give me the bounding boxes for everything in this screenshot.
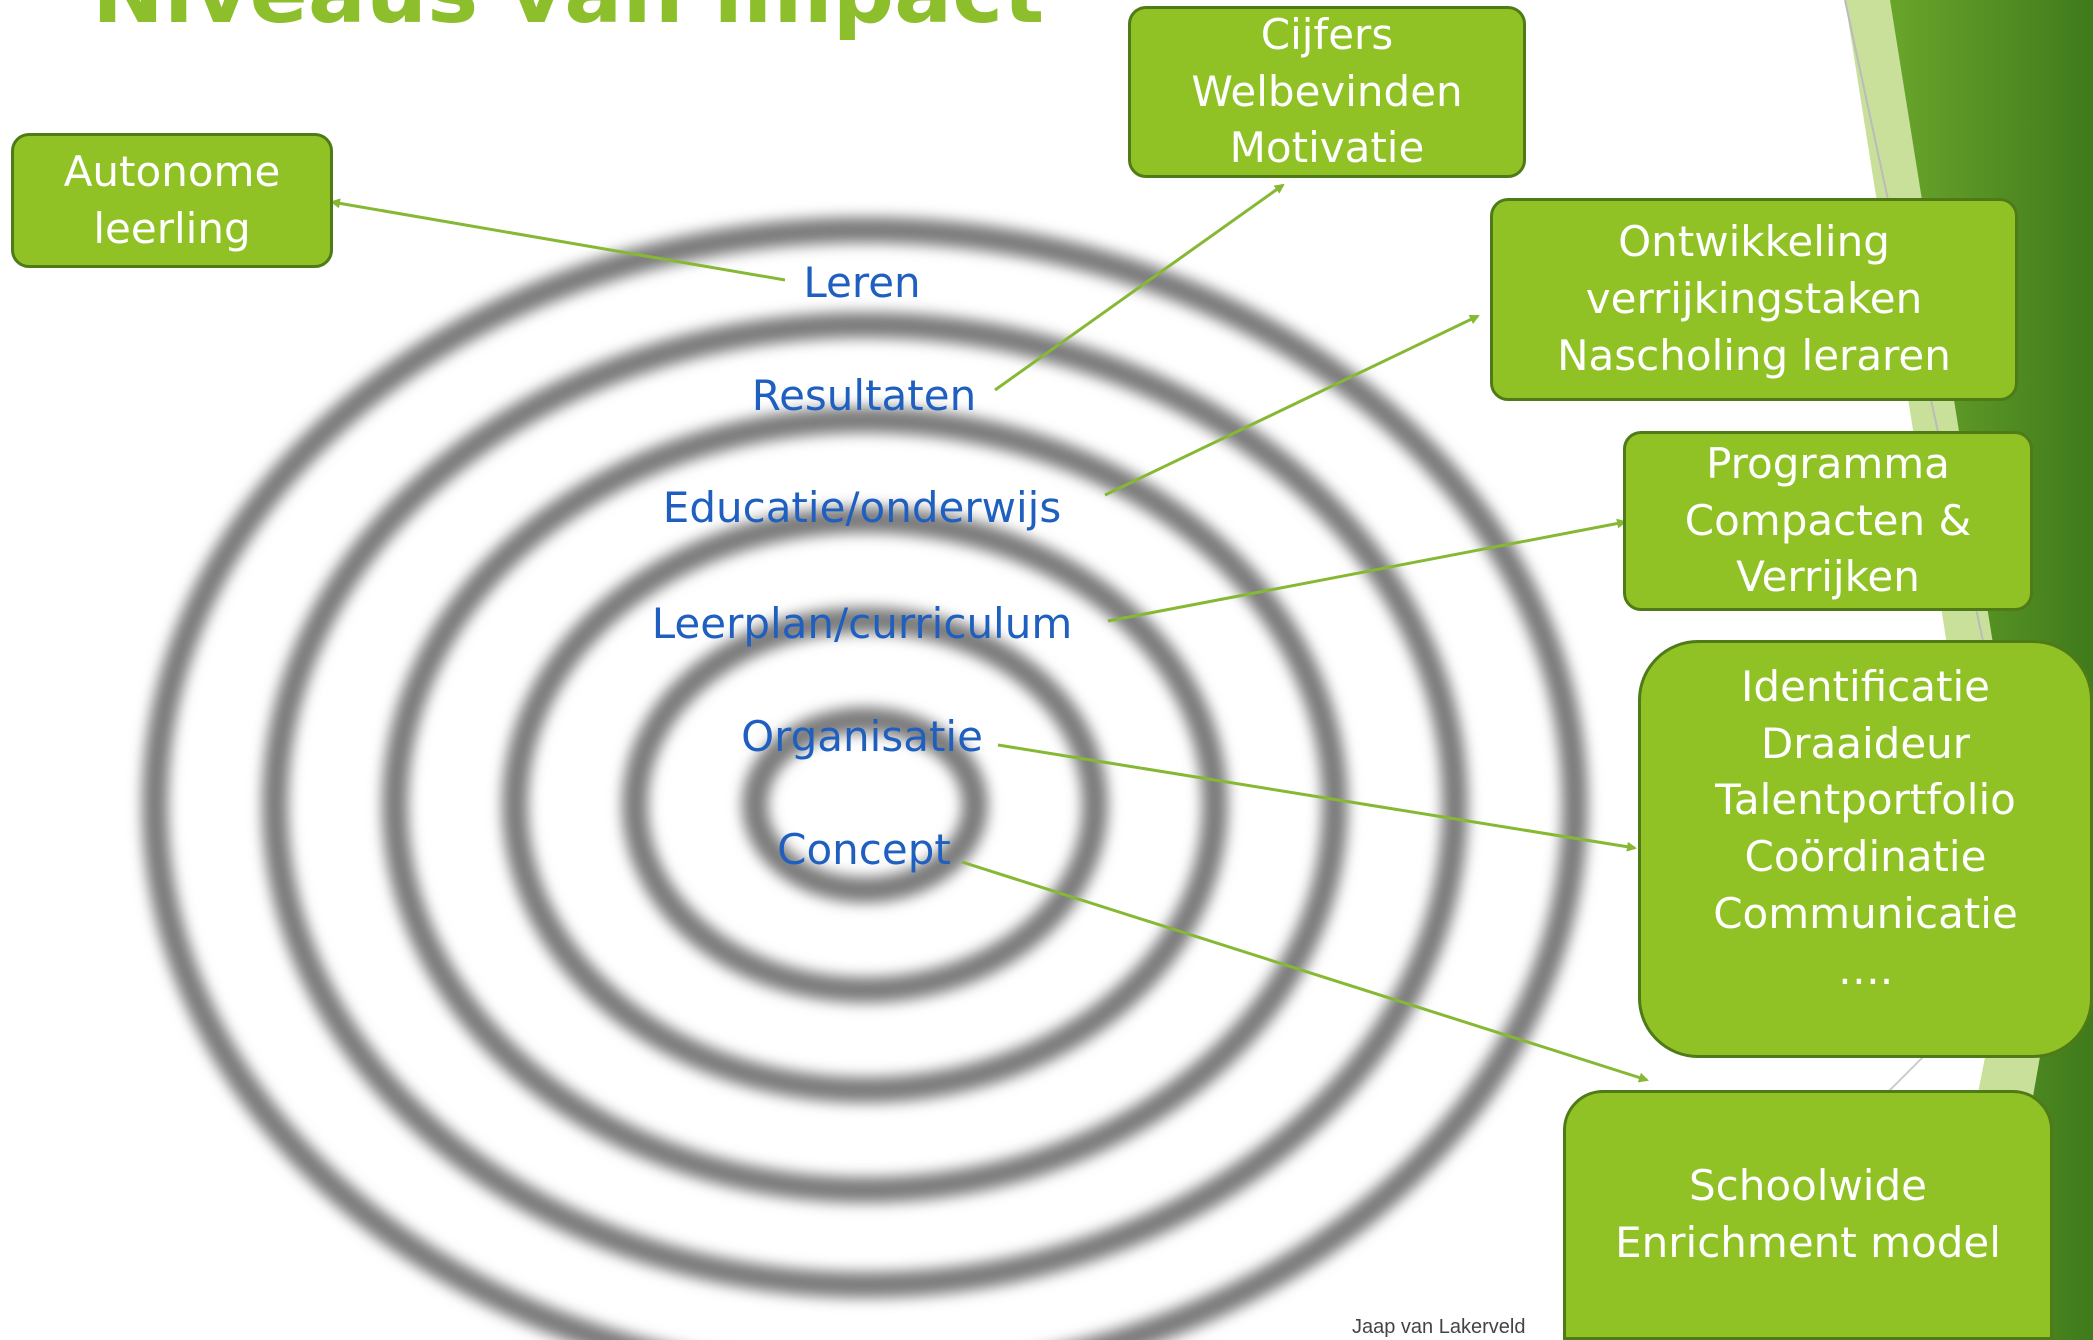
level-leren: Leren xyxy=(803,258,921,307)
box-line: Autonome xyxy=(63,146,281,196)
box-line: Welbevinden xyxy=(1191,66,1463,116)
connector-arrows xyxy=(330,183,1649,1083)
box-line: Motivatie xyxy=(1229,123,1425,173)
box-ontwikkeling: Ontwikkeling verrijkingstaken Nascholing… xyxy=(1490,198,2018,401)
box-programma: Programma Compacten & Verrijken xyxy=(1623,431,2033,611)
box-line: verrijkingstaken xyxy=(1585,274,1923,324)
box-line: Schoolwide xyxy=(1689,1161,1927,1211)
box-line: Identificatie xyxy=(1741,662,1990,711)
box-line: leerling xyxy=(93,203,251,253)
level-concept: Concept xyxy=(777,825,951,874)
footer-author: Jaap van Lakerveld xyxy=(1352,1316,1526,1338)
level-resultaten: Resultaten xyxy=(751,371,977,420)
box-line: Cijfers xyxy=(1260,9,1394,59)
box-line: Verrijken xyxy=(1736,552,1920,602)
page-title: Niveaus van impact xyxy=(92,0,1044,50)
box-autonome-leerling: Autonome leerling xyxy=(11,133,333,268)
box-line: Ontwikkeling xyxy=(1618,217,1890,267)
box-line: Draaideur xyxy=(1760,718,1971,768)
level-organisatie: Organisatie xyxy=(741,712,983,761)
box-line: Programma xyxy=(1706,438,1950,488)
box-line: Enrichment model xyxy=(1615,1218,2001,1267)
box-line: Communicatie xyxy=(1713,888,2018,938)
box-line: Coördinatie xyxy=(1744,832,1987,882)
box-line: Talentportfolio xyxy=(1715,775,2016,825)
box-line: …. xyxy=(1837,945,1894,995)
box-schoolwide: Schoolwide Enrichment model xyxy=(1563,1090,2053,1340)
level-leerplan-curriculum: Leerplan/curriculum xyxy=(651,599,1073,648)
box-cijfers: Cijfers Welbevinden Motivatie xyxy=(1128,6,1526,178)
box-identificatie: Identificatie Draaideur Talentportfolio … xyxy=(1638,640,2093,1058)
concentric-rings xyxy=(142,217,1588,1340)
level-educatie-onderwijs: Educatie/onderwijs xyxy=(662,483,1062,532)
box-line: Compacten & xyxy=(1684,495,1972,545)
box-line: Nascholing leraren xyxy=(1557,330,1951,380)
